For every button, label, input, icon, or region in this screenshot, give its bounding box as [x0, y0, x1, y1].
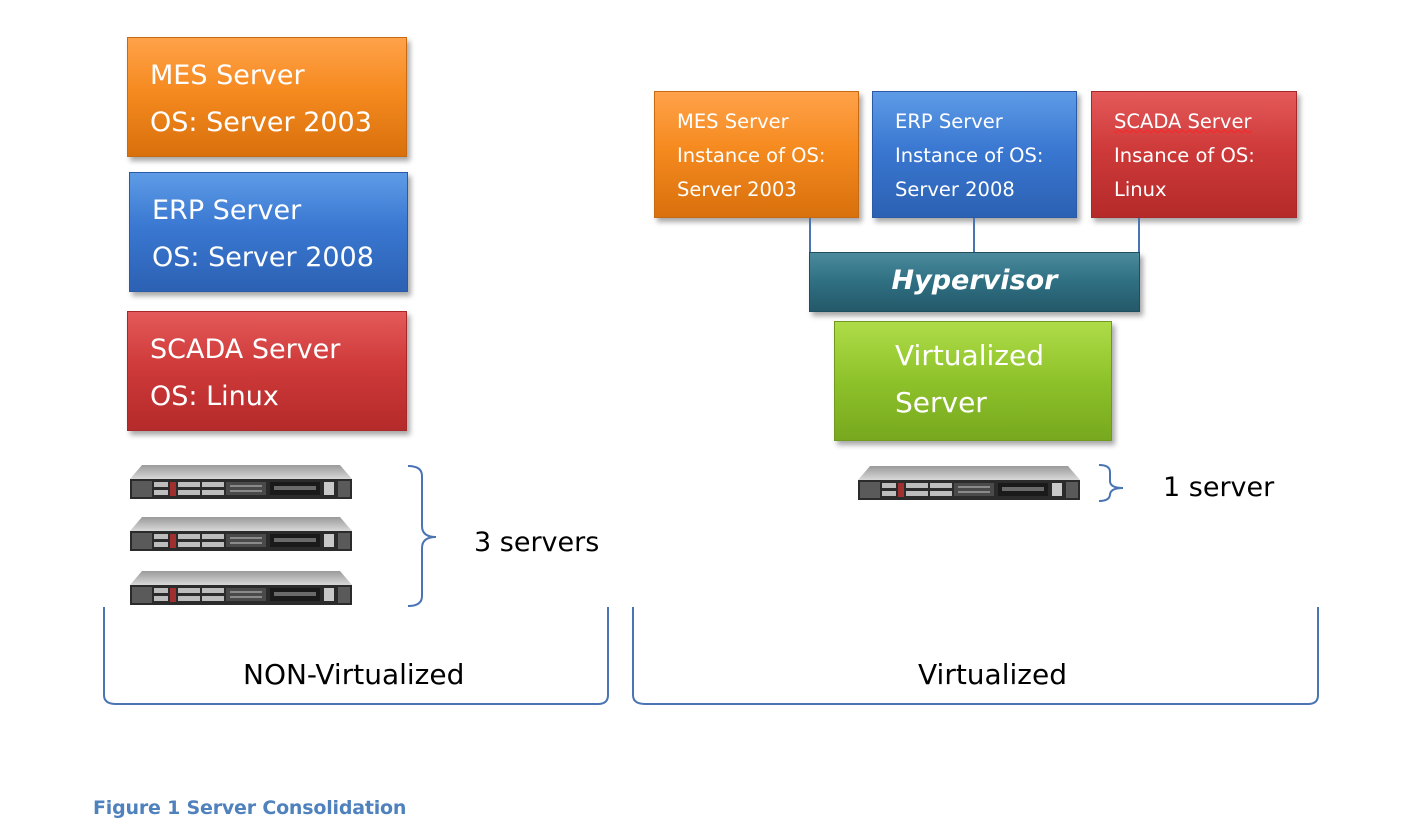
virt-mes-instance-name: MES Server: [677, 110, 789, 133]
rack-server-icon: [130, 571, 352, 605]
rack-server-icon: [130, 465, 352, 499]
virt-scada-instance-box: SCADA Server Insance of OS: Linux: [1091, 91, 1297, 218]
virt-scada-instance-name: SCADA Server: [1114, 105, 1296, 139]
three-servers-brace: [407, 465, 437, 607]
virtualized-server-line1: Virtualized: [895, 339, 1044, 372]
virt-mes-instance-line3: Server 2003: [677, 178, 797, 201]
hypervisor-label: Hypervisor: [891, 265, 1058, 296]
nonvirt-mes-server-box: MES Server OS: Server 2003: [127, 37, 407, 157]
virtualized-section-label: Virtualized: [918, 658, 1067, 691]
virt-mes-instance-line2: Instance of OS:: [677, 144, 826, 167]
nonvirt-scada-server-name: SCADA Server: [150, 334, 341, 365]
nonvirt-erp-server-box: ERP Server OS: Server 2008: [129, 172, 408, 292]
virt-erp-instance-line3: Server 2008: [895, 178, 1015, 201]
nonvirt-mes-server-name: MES Server: [150, 60, 305, 91]
virt-mes-instance-box: MES Server Instance of OS: Server 2003: [654, 91, 859, 218]
virt-erp-instance-box: ERP Server Instance of OS: Server 2008: [872, 91, 1077, 218]
one-server-brace: [1098, 464, 1124, 502]
one-server-label: 1 server: [1163, 472, 1275, 503]
nonvirt-scada-server-box: SCADA Server OS: Linux: [127, 311, 407, 431]
virtualized-server-box: Virtualized Server: [834, 321, 1112, 441]
virt-scada-instance-line2: Insance of OS:: [1114, 144, 1255, 167]
rack-server-icon: [130, 517, 352, 551]
virt-scada-instance-line3: Linux: [1114, 178, 1167, 201]
virt-scada-instance-name-text: SCADA Server: [1114, 110, 1252, 133]
nonvirt-erp-server-name: ERP Server: [152, 195, 302, 226]
three-servers-label: 3 servers: [474, 527, 600, 558]
virtualized-server-line2: Server: [895, 386, 987, 419]
non-virtualized-section-label: NON-Virtualized: [243, 658, 465, 691]
nonvirt-mes-server-os: OS: Server 2003: [150, 107, 372, 138]
rack-server-icon: [858, 466, 1080, 500]
figure-caption: Figure 1 Server Consolidation: [93, 797, 407, 819]
nonvirt-scada-server-os: OS: Linux: [150, 381, 279, 412]
nonvirt-erp-server-os: OS: Server 2008: [152, 242, 374, 273]
virt-erp-instance-line2: Instance of OS:: [895, 144, 1044, 167]
virt-erp-instance-name: ERP Server: [895, 110, 1003, 133]
hypervisor-box: Hypervisor: [809, 252, 1140, 312]
